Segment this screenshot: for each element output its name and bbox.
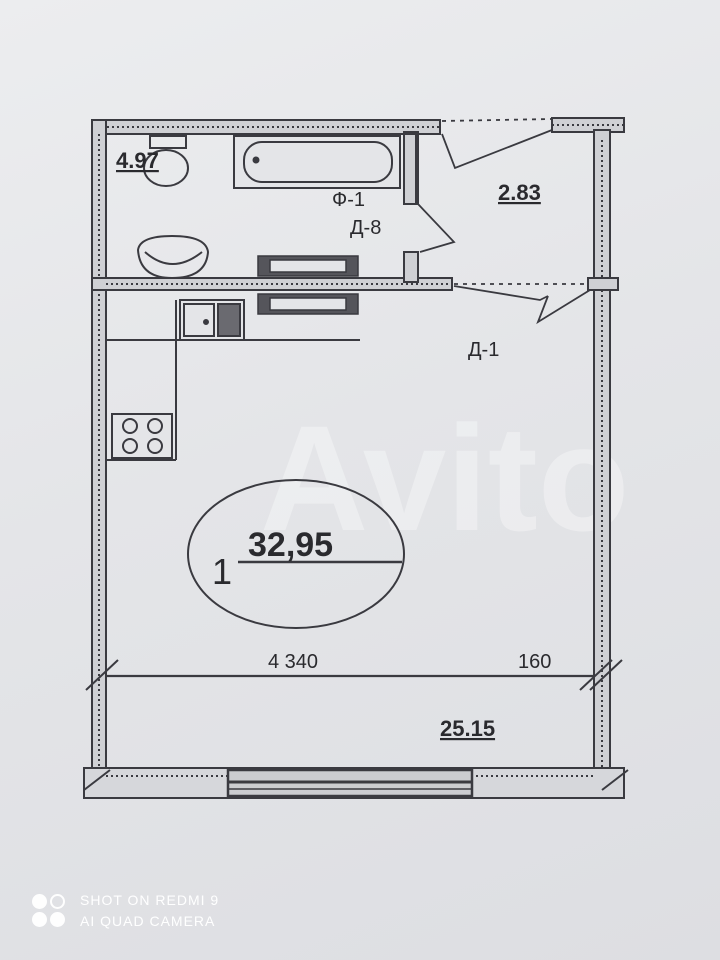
shower-panel [403,133,417,205]
camera-line-1: SHOT ON REDMI 9 [80,892,220,908]
dimension-side-label: 160 [518,651,551,673]
room-marker-ellipse [187,479,405,629]
stove-icon [111,413,173,459]
hallway-area-label: 2.83 [498,180,541,205]
camera-dots-icon [30,892,68,930]
radiator-bath [257,255,359,277]
doors [417,118,591,325]
room-number-label: 1 [212,551,232,592]
bathroom-area-label: 4.97 [116,148,159,173]
door-label-d8: Д-8 [350,217,381,239]
toilet [143,135,189,187]
bathtub [233,135,401,189]
door-label-d1: Д-1 [468,339,499,361]
kitchen-sink [179,299,245,341]
camera-line-2: AI QUAD CAMERA [80,913,216,929]
washbasin [136,234,210,280]
balcony-area-label: 25.15 [440,716,495,741]
room-area-label: 32,95 [248,526,333,564]
camera-watermark: SHOT ON REDMI 9 AI QUAD CAMERA [30,890,219,932]
inner-walls [83,131,629,791]
watermark: Avito [260,394,629,562]
dimension-main-label: 4 340 [268,651,318,673]
watermark-text: Avito [260,394,629,562]
fixture-label-f1: Ф-1 [332,189,365,211]
radiator-room [257,293,359,315]
